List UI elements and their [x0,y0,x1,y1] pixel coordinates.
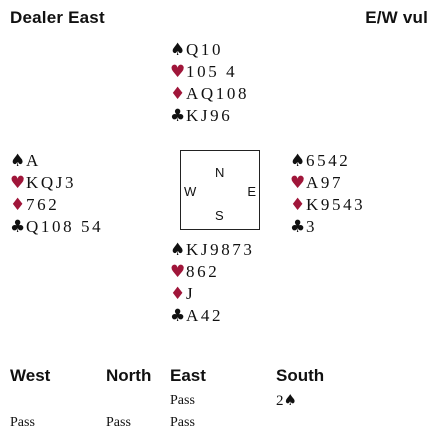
north-clubs: ♣KJ96 [170,105,249,127]
south-hearts-cards: 862 [186,262,220,281]
bid-west-round2: Pass [10,415,35,430]
east-hearts: ♥A97 [290,172,365,194]
spade-icon: ♠ [290,151,306,171]
bid-east-round2: Pass [170,415,195,430]
club-icon: ♣ [170,306,186,326]
vulnerability-label: E/W vul [365,8,428,27]
compass-west: W [184,184,197,199]
west-clubs-cards: Q108 54 [26,217,104,236]
south-spades-cards: KJ9873 [186,240,255,259]
east-hand: ♠6542 ♥A97 ♦K9543 ♣3 [290,150,365,238]
club-icon: ♣ [170,106,186,126]
compass-east: E [247,184,256,199]
compass-south: S [215,208,224,223]
north-hand: ♠Q10 ♥105 4 ♦AQ108 ♣KJ96 [170,39,249,127]
south-diamonds: ♦J [170,283,255,305]
south-clubs: ♣A42 [170,305,255,327]
south-hand: ♠KJ9873 ♥862 ♦J ♣A42 [170,239,255,327]
bid-east-round1: Pass [170,393,195,408]
east-diamonds: ♦K9543 [290,194,365,216]
south-spades: ♠KJ9873 [170,239,255,261]
north-diamonds: ♦AQ108 [170,83,249,105]
heart-icon: ♥ [170,262,186,282]
diamond-icon: ♦ [10,195,26,215]
south-hearts: ♥862 [170,261,255,283]
west-diamonds-cards: 762 [26,195,60,214]
spade-icon: ♠ [10,151,26,171]
compass-north: N [215,165,225,180]
north-spades-cards: Q10 [186,40,224,59]
heart-icon: ♥ [170,62,186,82]
east-clubs-cards: 3 [306,217,318,236]
west-hearts-cards: KQJ3 [26,173,77,192]
north-spades: ♠Q10 [170,39,249,61]
diamond-icon: ♦ [170,284,186,304]
south-clubs-cards: A42 [186,306,224,325]
heart-icon: ♥ [10,173,26,193]
diamond-icon: ♦ [170,84,186,104]
west-clubs: ♣Q108 54 [10,216,103,238]
west-diamonds: ♦762 [10,194,103,216]
west-hand: ♠A ♥KQJ3 ♦762 ♣Q108 54 [10,150,103,238]
bid-level: 2 [276,393,284,409]
spade-icon: ♠ [283,391,297,409]
bid-north-round2: Pass [106,415,131,430]
south-diamonds-cards: J [186,284,196,303]
east-clubs: ♣3 [290,216,365,238]
bidding-header-north: North [106,366,152,385]
dealer-label: Dealer East [10,8,105,27]
compass-box: N W E S [180,150,260,230]
heart-icon: ♥ [290,173,306,193]
north-diamonds-cards: AQ108 [186,84,250,103]
north-hearts-cards: 105 4 [186,62,238,81]
spade-icon: ♠ [170,240,186,260]
diamond-icon: ♦ [290,195,306,215]
club-icon: ♣ [10,217,26,237]
bidding-header-south: South [276,366,325,385]
east-spades-cards: 6542 [306,151,351,170]
west-hearts: ♥KQJ3 [10,172,103,194]
bidding-header-east: East [170,366,206,385]
west-spades-cards: A [26,151,41,170]
bidding-header-west: West [10,366,51,385]
east-diamonds-cards: K9543 [306,195,366,214]
east-hearts-cards: A97 [306,173,344,192]
spade-icon: ♠ [170,40,186,60]
north-hearts: ♥105 4 [170,61,249,83]
north-clubs-cards: KJ96 [186,106,233,125]
bid-south-round1: 2♠ [276,391,297,410]
east-spades: ♠6542 [290,150,365,172]
club-icon: ♣ [290,217,306,237]
west-spades: ♠A [10,150,103,172]
